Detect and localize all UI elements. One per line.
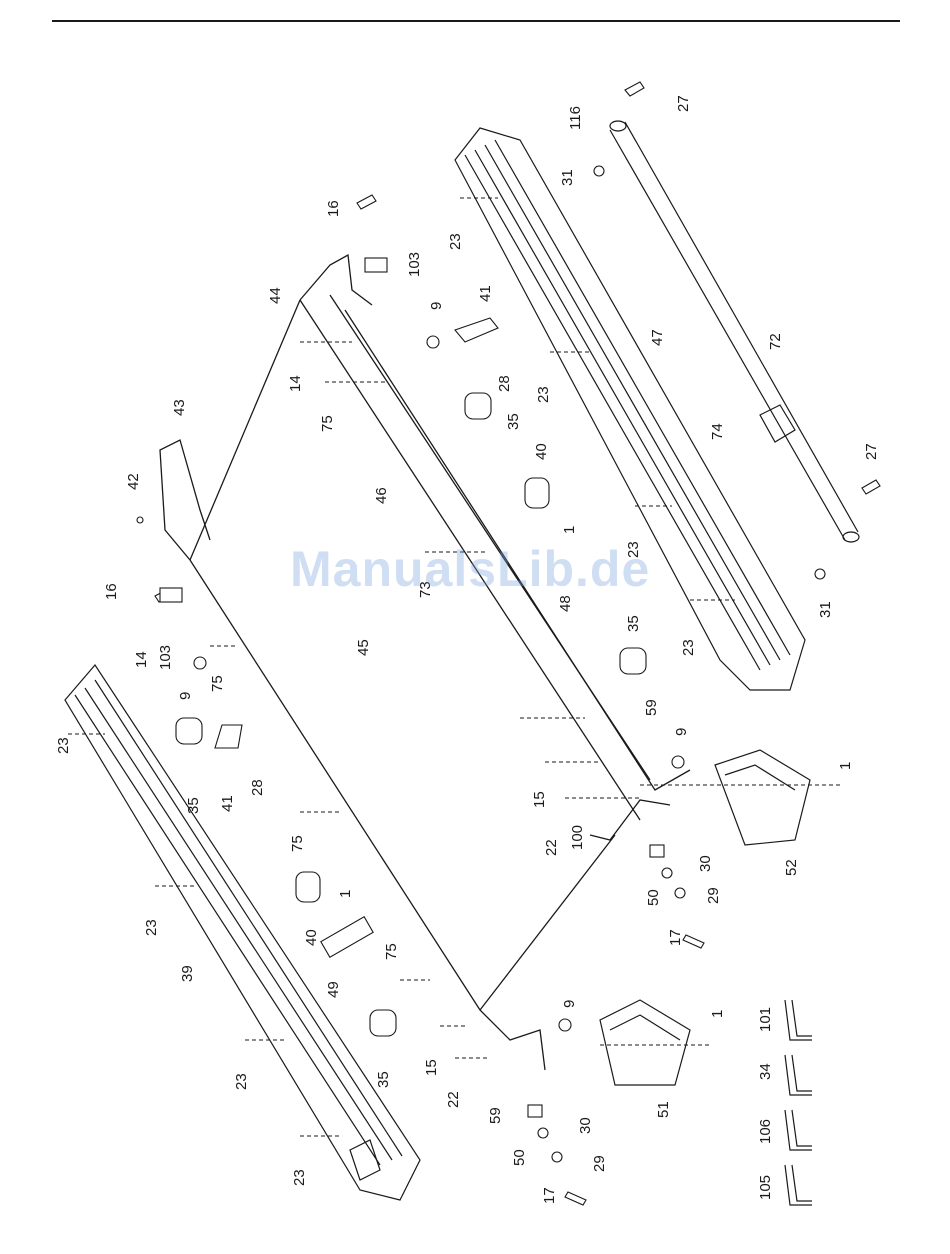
- part-label: 35: [375, 1071, 392, 1088]
- part-label: 17: [541, 1187, 558, 1204]
- part-label: 23: [143, 919, 160, 936]
- part-labels: 27 116 31 23 47 72 74 27 23 31 23 23 16 …: [55, 95, 880, 1204]
- part-label: 103: [157, 645, 174, 670]
- part-label: 1: [837, 762, 854, 770]
- part-label: 34: [757, 1063, 774, 1080]
- rear-foot-left: [600, 1000, 690, 1085]
- part-label: 31: [559, 169, 576, 186]
- part-label: 14: [287, 375, 304, 392]
- part-label: 100: [569, 825, 586, 850]
- part-label: 50: [645, 889, 662, 906]
- part-label: 75: [383, 943, 400, 960]
- part-label: 23: [680, 639, 697, 656]
- part-label: 103: [406, 252, 423, 277]
- part-label: 9: [561, 1000, 578, 1008]
- part-label: 49: [325, 981, 342, 998]
- rear-roller: [610, 121, 859, 542]
- part-label: 35: [505, 413, 522, 430]
- part-label: 72: [767, 333, 784, 350]
- part-label: 44: [267, 287, 284, 304]
- part-label: 75: [319, 415, 336, 432]
- part-label: 23: [447, 233, 464, 250]
- part-label: 42: [125, 473, 142, 490]
- part-label: 1: [709, 1010, 726, 1018]
- part-label: 9: [428, 302, 445, 310]
- part-label: 59: [643, 699, 660, 716]
- part-label: 1: [561, 526, 578, 534]
- part-label: 28: [496, 375, 513, 392]
- part-label: 40: [533, 443, 550, 460]
- u-brackets: [785, 1000, 812, 1205]
- part-label: 14: [133, 651, 150, 668]
- part-label: 29: [705, 887, 722, 904]
- part-label: 9: [177, 692, 194, 700]
- part-label: 51: [655, 1101, 672, 1118]
- part-label: 75: [289, 835, 306, 852]
- alignment-lines: [68, 198, 840, 1136]
- part-label: 41: [219, 795, 236, 812]
- part-label: 43: [171, 399, 188, 416]
- part-label: 22: [445, 1091, 462, 1108]
- part-label: 16: [325, 200, 342, 217]
- watermark-text: ManualsLib.de: [290, 540, 670, 598]
- part-label: 116: [567, 106, 584, 130]
- fasteners: [137, 82, 880, 1205]
- part-label: 59: [487, 1107, 504, 1124]
- part-label: 105: [757, 1175, 774, 1200]
- part-label: 29: [591, 1155, 608, 1172]
- part-label: 23: [55, 737, 72, 754]
- part-label: 15: [423, 1059, 440, 1076]
- part-label: 45: [355, 639, 372, 656]
- part-label: 47: [649, 329, 666, 346]
- part-label: 35: [625, 615, 642, 632]
- part-label: 23: [233, 1073, 250, 1090]
- part-label: 17: [667, 929, 684, 946]
- part-label: 30: [697, 855, 714, 872]
- part-label: 101: [757, 1007, 774, 1032]
- part-label: 22: [543, 839, 560, 856]
- part-label: 52: [783, 859, 800, 876]
- part-label: 74: [709, 423, 726, 440]
- part-label: 27: [863, 443, 880, 460]
- part-label: 40: [303, 929, 320, 946]
- part-label: 15: [531, 791, 548, 808]
- part-label: 39: [179, 965, 196, 982]
- part-label: 9: [673, 728, 690, 736]
- part-label: 41: [477, 285, 494, 302]
- part-label: 31: [817, 601, 834, 618]
- right-side-rail: [455, 128, 805, 690]
- rear-foot-right: [715, 750, 810, 845]
- part-label: 16: [103, 583, 120, 600]
- part-label: 50: [511, 1149, 528, 1166]
- part-label: 75: [209, 675, 226, 692]
- part-label: 23: [535, 386, 552, 403]
- part-label: 46: [373, 487, 390, 504]
- part-label: 23: [291, 1169, 308, 1186]
- part-label: 35: [185, 797, 202, 814]
- part-label: 1: [337, 890, 354, 898]
- part-label: 28: [249, 779, 266, 796]
- part-label: 27: [675, 95, 692, 112]
- part-label: 106: [757, 1119, 774, 1144]
- part-label: 30: [577, 1117, 594, 1134]
